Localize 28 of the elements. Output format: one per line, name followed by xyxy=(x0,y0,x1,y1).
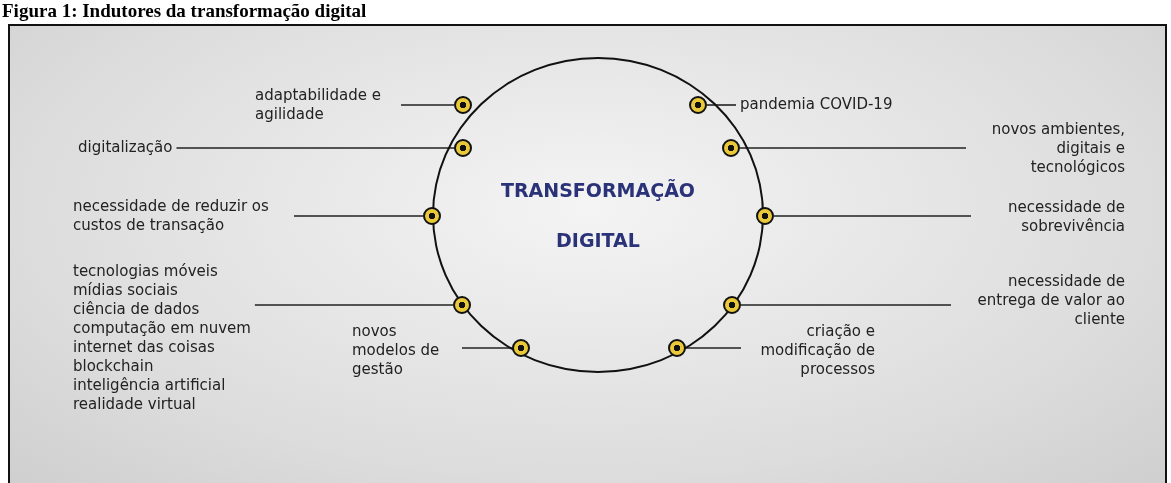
leader-line xyxy=(254,304,454,306)
driver-label: novos ambientes, digitais e tecnológicos xyxy=(970,120,1125,177)
leader-line xyxy=(293,215,424,217)
leader-line xyxy=(685,347,742,349)
figure-title: Figura 1: Indutores da transformação digital xyxy=(2,0,367,22)
driver-label: adaptabilidade e agilidade xyxy=(255,86,397,124)
leader-line xyxy=(706,104,737,106)
list-item: computação em nuvem xyxy=(73,319,251,338)
center-title: TRANSFORMAÇÃO DIGITAL xyxy=(499,178,697,253)
driver-label: digitalização xyxy=(78,138,173,157)
leader-line xyxy=(739,147,967,149)
list-item: internet das coisas xyxy=(73,338,216,357)
list-item: ciência de dados xyxy=(73,300,201,319)
leader-line xyxy=(740,304,952,306)
leader-line xyxy=(175,147,455,149)
driver-label: necessidade de reduzir os custos de transação xyxy=(73,197,290,235)
driver-label: necessidade de sobrevivência xyxy=(975,198,1125,236)
list-item: blockchain xyxy=(73,357,155,376)
driver-label: novos modelos de gestão xyxy=(352,322,458,379)
driver-label: pandemia COVID-19 xyxy=(740,95,893,114)
leader-line xyxy=(400,104,455,106)
list-item: realidade virtual xyxy=(73,395,197,414)
list-item: inteligência artificial xyxy=(73,376,227,395)
driver-label: criação e modificação de processos xyxy=(745,322,875,379)
leader-line xyxy=(773,215,972,217)
driver-label: necessidade de entrega de valor ao cliente xyxy=(955,272,1125,329)
list-item: tecnologias móveis xyxy=(73,262,219,281)
list-item: mídias sociais xyxy=(73,281,179,300)
